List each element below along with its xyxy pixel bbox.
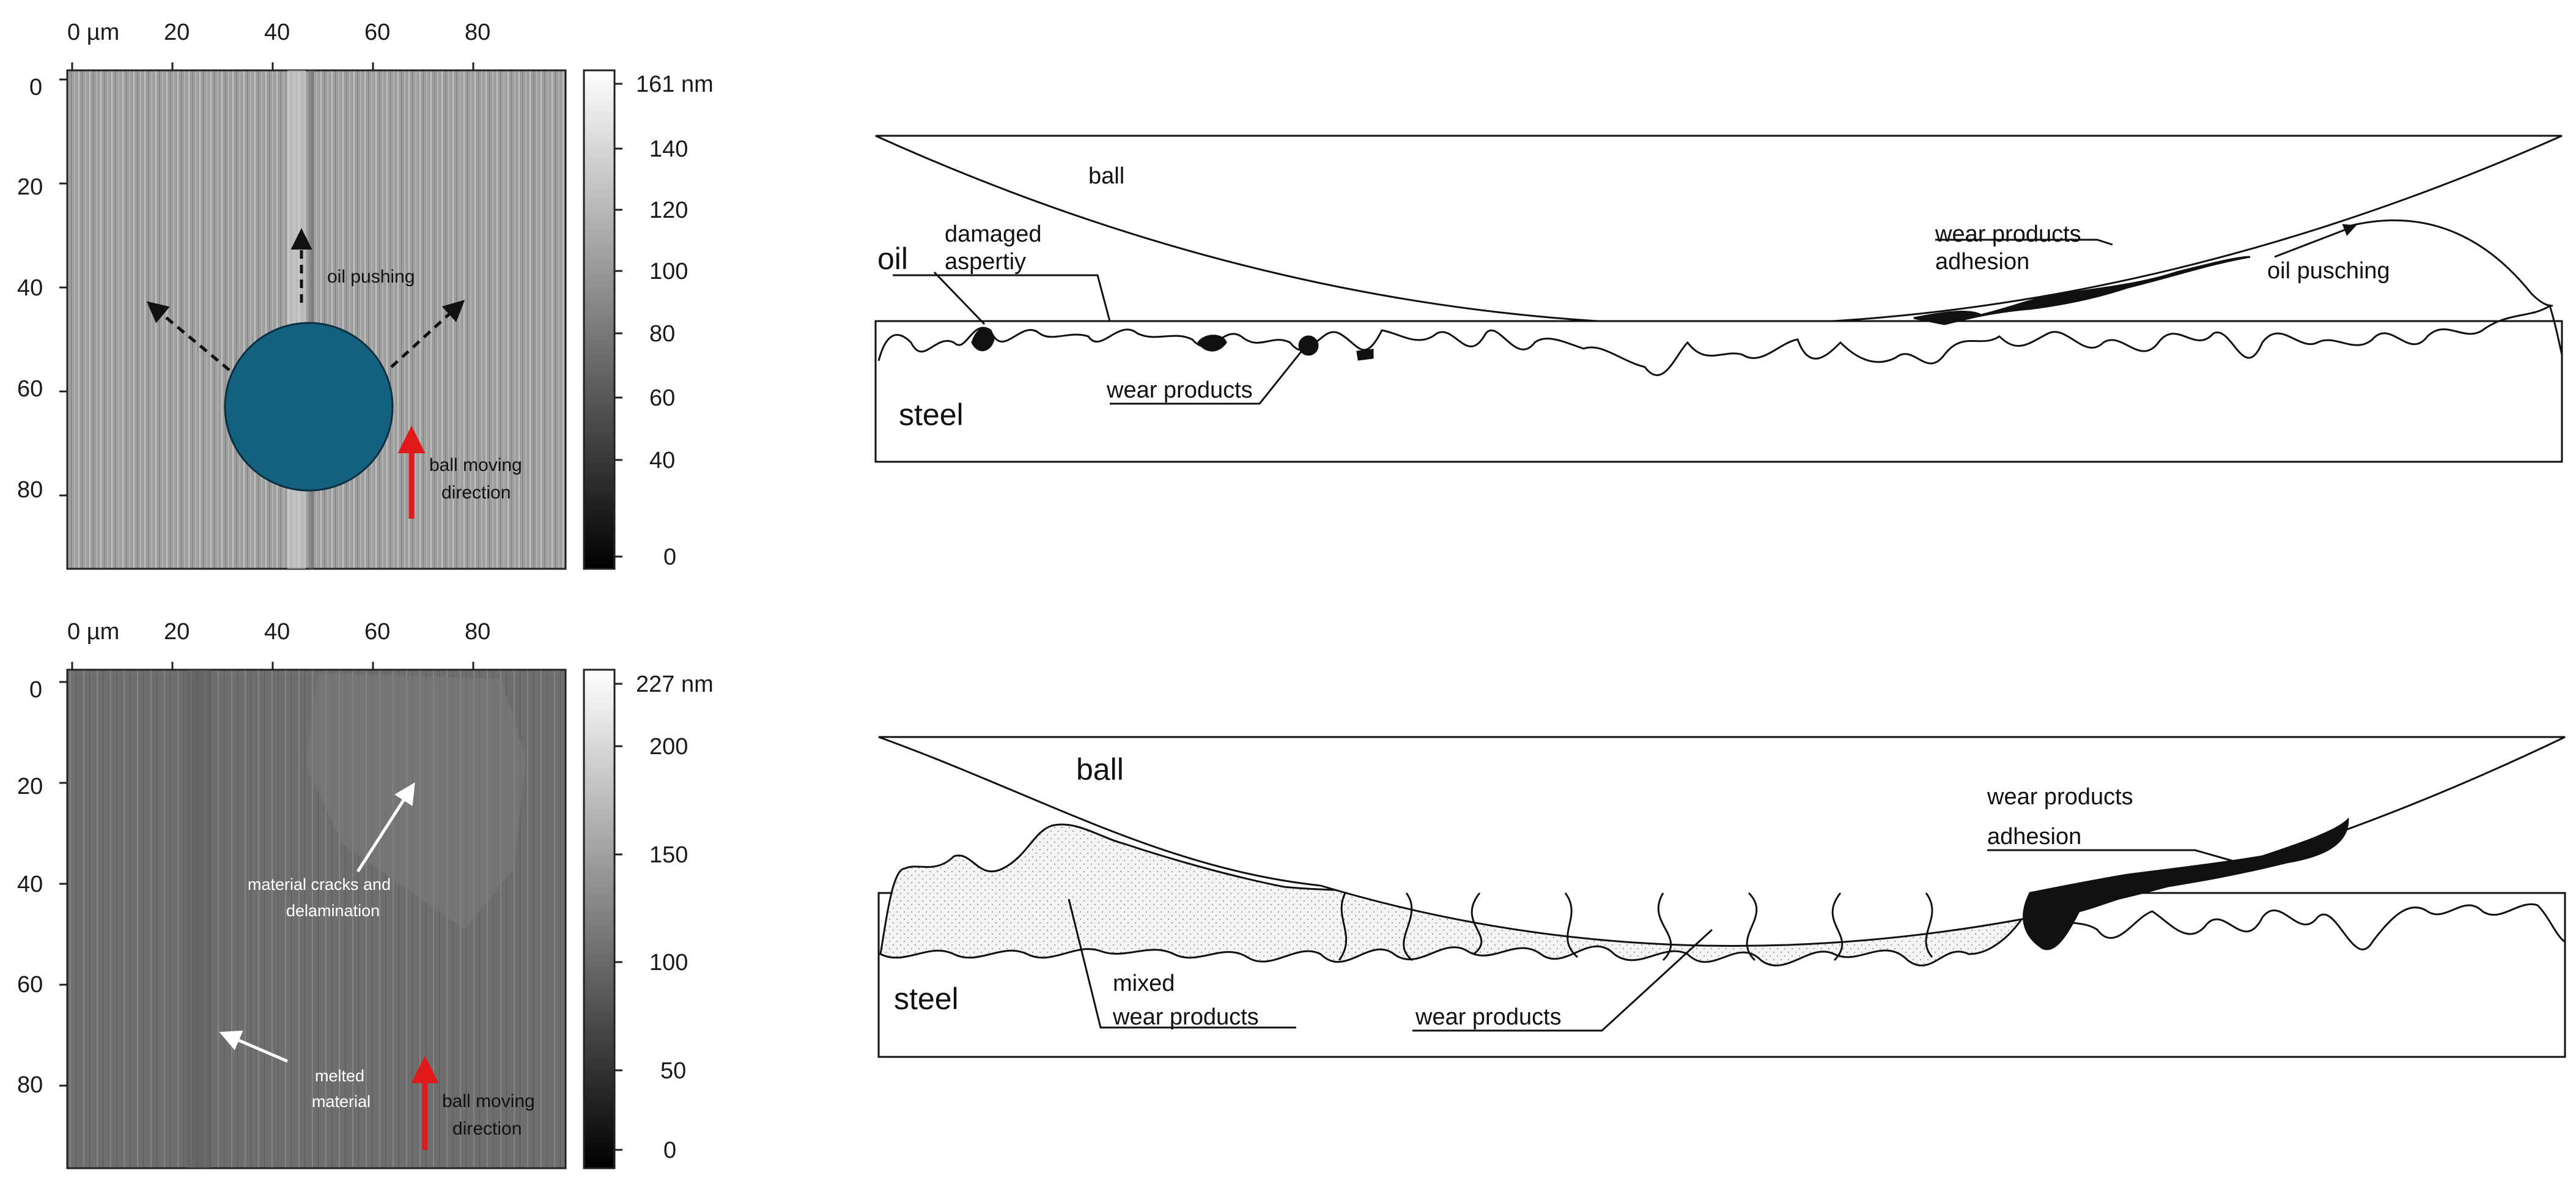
oil-pushing-label: oil pusching	[2267, 258, 2390, 284]
damaged-asperity-label: damaged	[945, 221, 1041, 247]
cracks-arrow	[356, 782, 415, 873]
ball-direction-label: direction	[452, 1119, 522, 1139]
oil-pushing-label: oil pushing	[327, 267, 415, 287]
colorbar-tick-label: 80	[649, 321, 675, 347]
ball-direction-label: direction	[441, 483, 511, 503]
colorbar-tick-label: 200	[649, 734, 688, 760]
colorbar-bottom	[583, 669, 616, 1169]
colorbar-tick-label: 60	[649, 385, 675, 411]
wear-diagram-top	[874, 135, 2563, 463]
y-tick-label: 80	[17, 477, 43, 503]
mixed-wear-label: mixed	[1113, 971, 1175, 996]
cracks-label: material cracks and	[248, 875, 391, 894]
oil-push-arrow	[146, 301, 231, 371]
colorbar-tick-label: 100	[649, 259, 688, 284]
y-tick-label: 60	[17, 376, 43, 402]
colorbar-tick-label: 50	[660, 1058, 686, 1084]
oil-push-arrow	[390, 300, 465, 368]
ball-label: ball	[1088, 163, 1124, 189]
colorbar-tick-label: 227 nm	[636, 672, 714, 697]
wear-particle	[1356, 349, 1374, 361]
x-tick-label: 20	[164, 619, 190, 645]
colorbar-tick-label: 40	[649, 448, 675, 473]
y-tick-label: 60	[17, 972, 43, 998]
colorbar-tick-label: 161 nm	[636, 72, 714, 97]
x-tick-label: 60	[364, 619, 390, 645]
wear-particle	[1197, 335, 1227, 352]
afm-panel-bottom: 0 µm 20 40 60 80 0 20 40 60 80 material …	[17, 619, 714, 1169]
damaged-asperity-label: aspertiy	[945, 249, 1026, 275]
x-tick-label: 0 µm	[67, 619, 119, 645]
steel-label: steel	[899, 398, 964, 432]
mixed-wear-label: wear products	[1112, 1004, 1259, 1030]
x-tick-label: 80	[465, 20, 490, 45]
x-tick-label: 60	[364, 20, 390, 45]
adhesion-label: wear products	[1987, 784, 2133, 810]
ball-direction-label: ball moving	[429, 455, 522, 475]
x-tick-label: 0 µm	[67, 20, 119, 45]
colorbar-tick-label: 150	[649, 842, 688, 868]
wear-diagram-bottom	[877, 736, 2566, 1058]
wear-diagram-top-labels: ball oil damaged aspertiy wear products …	[877, 163, 2390, 432]
y-tick-label: 40	[17, 872, 43, 897]
adhesion-label: wear products	[1935, 221, 2081, 247]
surface-profile	[2029, 903, 2566, 950]
x-tick-label: 80	[465, 619, 490, 645]
adhesion-layer	[2023, 817, 2349, 950]
ball-outline	[875, 135, 2563, 326]
afm-panel-top: 0 µm 20 40 60 80 0 20 40 60 80 oil pushi…	[17, 20, 714, 570]
adhesion-layer	[1913, 256, 2251, 325]
y-tick-label: 0	[29, 677, 42, 703]
x-tick-label: 40	[264, 20, 290, 45]
melted-label: melted	[315, 1067, 364, 1085]
cracks-label: delamination	[286, 902, 380, 920]
adhesion-label: adhesion	[1987, 824, 2081, 850]
melted-arrow	[219, 1030, 288, 1063]
x-tick-label: 40	[264, 619, 290, 645]
wear-products-label: wear products	[1106, 377, 1253, 403]
oil-label: oil	[877, 242, 908, 276]
wear-particle	[971, 327, 995, 351]
ball-marker	[224, 322, 394, 492]
x-tick-label: 20	[164, 20, 190, 45]
melted-label: material	[312, 1092, 371, 1111]
wear-diagram-bottom-labels: ball wear products adhesion steel mixed …	[894, 752, 2133, 1030]
colorbar-tick-label: 120	[649, 198, 688, 223]
colorbar-tick-label: 0	[663, 544, 676, 570]
oil-flow-curve	[2347, 219, 2553, 307]
colorbar-tick-label: 100	[649, 950, 688, 976]
adhesion-label: adhesion	[1935, 249, 2029, 275]
colorbar-tick-label: 140	[649, 136, 688, 162]
y-tick-label: 20	[17, 774, 43, 799]
steel-block	[874, 320, 2563, 463]
colorbar-tick-label: 0	[663, 1138, 676, 1163]
y-tick-label: 40	[17, 275, 43, 301]
wear-particle	[1298, 335, 1319, 356]
y-tick-label: 20	[17, 174, 43, 200]
steel-label: steel	[894, 982, 959, 1016]
y-tick-label: 80	[17, 1072, 43, 1098]
y-tick-label: 0	[29, 75, 42, 100]
colorbar-top	[583, 69, 616, 570]
surface-profile	[877, 304, 2563, 376]
ball-direction-label: ball moving	[442, 1091, 535, 1111]
wear-products-label: wear products	[1415, 1004, 1562, 1030]
ball-label: ball	[1076, 752, 1124, 787]
